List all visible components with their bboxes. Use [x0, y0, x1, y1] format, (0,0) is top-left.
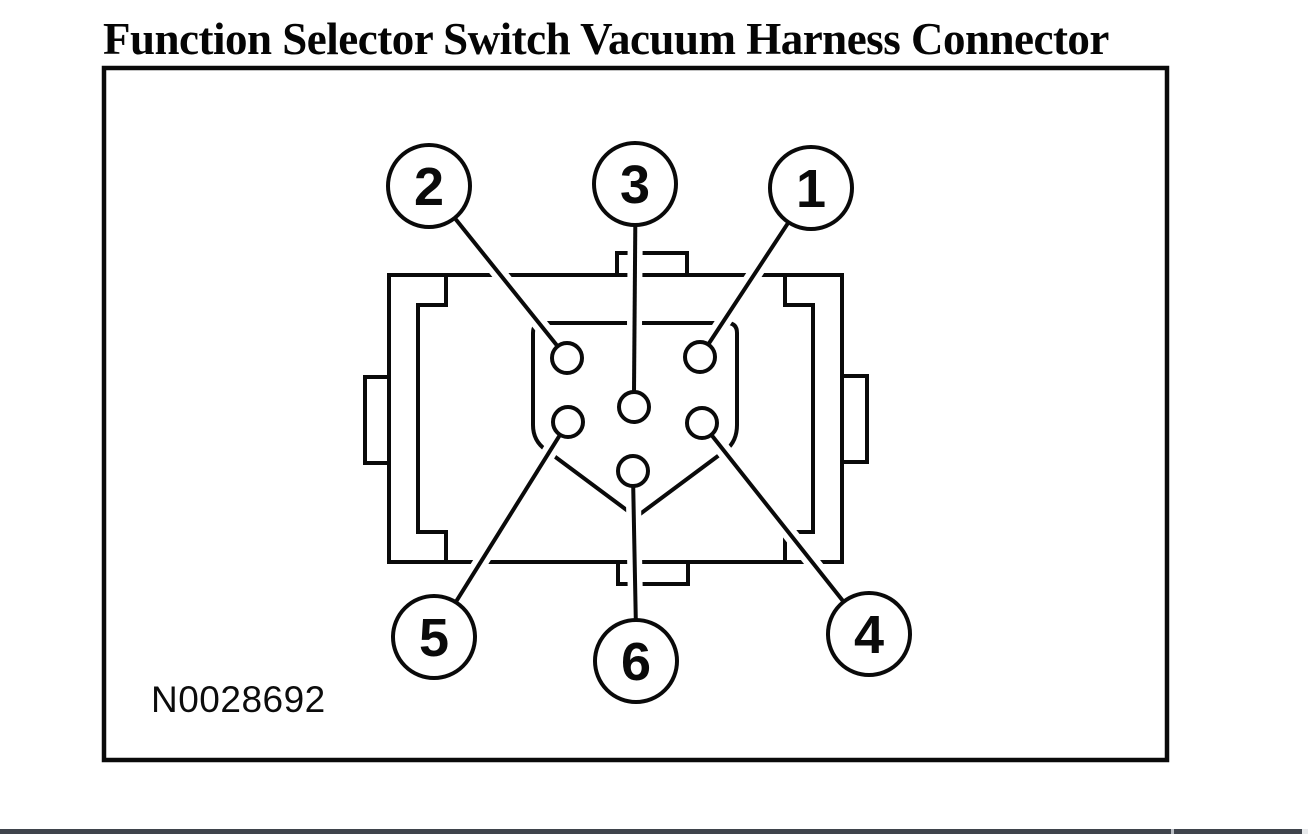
leader-line-4 — [709, 433, 846, 604]
pin-hole-2 — [550, 341, 584, 375]
callout-label-6: 6 — [621, 632, 651, 692]
callout-5: 5 — [391, 594, 477, 680]
pin-hole-4 — [685, 406, 719, 440]
callout-circle-4 — [826, 591, 912, 677]
pin-cavity-outline — [531, 321, 739, 520]
callout-circle-1 — [768, 145, 854, 231]
leader-line-2 — [453, 216, 560, 348]
callout-label-5: 5 — [419, 608, 449, 668]
callout-3: 3 — [592, 141, 678, 227]
callout-circle-6 — [593, 618, 679, 704]
connector-right-latch — [783, 275, 815, 562]
window-edge-notch — [1171, 829, 1174, 834]
leader-line-6 — [631, 485, 638, 621]
connector-left-tab — [363, 375, 389, 465]
pin-hole-3 — [617, 390, 651, 424]
callout-circle-3 — [592, 141, 678, 227]
pin-hole-6 — [616, 454, 650, 488]
leader-line-3 — [632, 224, 638, 393]
window-edge-corner — [1302, 829, 1308, 834]
callout-label-3: 3 — [620, 155, 650, 215]
page-title: Function Selector Switch Vacuum Harness … — [103, 14, 1109, 64]
callout-4: 4 — [826, 591, 912, 677]
callouts: 1 2 3 4 5 6 — [386, 141, 912, 704]
callout-1: 1 — [768, 145, 854, 231]
connector-bottom-tab — [616, 562, 690, 586]
connector-left-latch — [416, 275, 448, 562]
callout-label-1: 1 — [796, 159, 826, 219]
window-bottom-edge — [0, 829, 1308, 834]
callout-label-2: 2 — [414, 157, 444, 217]
figure-part-number: N0028692 — [151, 679, 326, 720]
connector-pins — [550, 340, 719, 488]
callout-circle-5 — [391, 594, 477, 680]
leader-line-1 — [706, 221, 791, 346]
figure-frame — [101, 65, 1170, 763]
pin-hole-5 — [551, 405, 585, 439]
callout-label-4: 4 — [854, 605, 884, 665]
pin-hole-1 — [683, 340, 717, 374]
leader-line-5 — [454, 433, 562, 604]
callout-circle-2 — [386, 143, 472, 229]
connector-top-tab — [615, 251, 689, 275]
connector-right-tab — [842, 374, 869, 464]
leader-lines — [448, 213, 850, 621]
callout-6: 6 — [593, 618, 679, 704]
connector-body — [363, 251, 869, 586]
callout-2: 2 — [386, 143, 472, 229]
